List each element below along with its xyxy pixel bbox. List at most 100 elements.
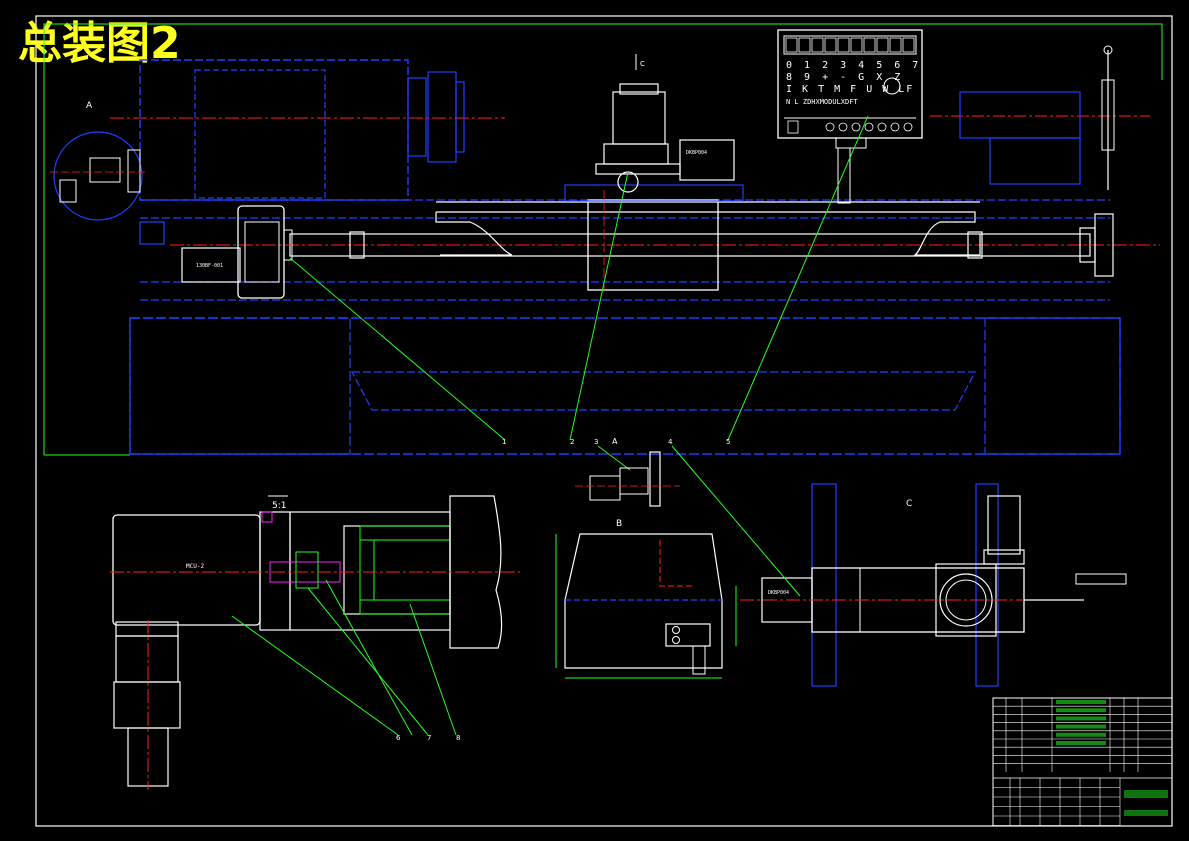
display-cell	[902, 37, 915, 53]
stepper-motor	[181, 247, 241, 283]
detail-motor-body	[112, 514, 261, 626]
motor-mount-3	[113, 681, 181, 729]
panel-button	[864, 122, 874, 132]
end-bearing-collar	[1079, 227, 1096, 263]
panel-display	[783, 35, 917, 55]
title-block-entry	[1056, 700, 1106, 704]
lathe-base	[129, 317, 1121, 455]
display-cell	[785, 37, 798, 53]
view-b-slot	[659, 540, 692, 587]
tool-post-mid	[603, 143, 669, 165]
tool-post	[612, 91, 666, 145]
handwheel-knob	[1103, 45, 1113, 55]
guide-rail	[435, 211, 981, 256]
view-c-column-right	[975, 483, 999, 687]
view-c-bore-inner	[945, 579, 987, 621]
display-cell	[863, 37, 876, 53]
keypad-row-3: I K T M F U W LF	[786, 84, 914, 95]
spindle-flange-2	[427, 71, 457, 163]
scale-label: 5:1	[272, 501, 286, 511]
detail-a-plate	[127, 149, 141, 193]
panel-post	[837, 147, 851, 204]
view-c-bore-outer	[939, 573, 993, 627]
panel-switch	[787, 120, 799, 134]
panel-button	[877, 122, 887, 132]
view-b-sensor-dot-2	[672, 636, 680, 644]
view-c-motor-label: DKBP004	[768, 590, 789, 596]
detail-a-circle	[53, 131, 143, 221]
tool-post-base	[595, 163, 681, 175]
panel-display-cells	[785, 37, 915, 53]
panel-button	[825, 122, 835, 132]
view-a-bracket	[649, 451, 661, 507]
keypad-row-1: 0 1 2 3 4 5 6 7	[786, 60, 921, 71]
display-cell	[889, 37, 902, 53]
view-c-label: C	[906, 499, 912, 509]
panel-button	[851, 122, 861, 132]
panel-dial	[883, 77, 901, 95]
title-block-border	[992, 697, 1173, 827]
carriage-base	[564, 184, 744, 202]
view-c-column-left	[811, 483, 837, 687]
carriage	[587, 199, 719, 291]
view-a-sensor	[619, 467, 649, 495]
rod-nut	[295, 551, 319, 589]
leader-5	[727, 115, 869, 441]
leader-7b	[325, 579, 413, 736]
tool-post-top	[619, 83, 659, 95]
panel-stand	[835, 137, 867, 149]
motor-mount-2	[115, 635, 179, 683]
title-block-entry	[1056, 724, 1106, 729]
callout-6: 6	[396, 734, 401, 742]
view-c-handle	[1075, 573, 1127, 585]
callout-4: 4	[668, 438, 673, 446]
drawing-title: 总装图2	[18, 18, 181, 69]
display-cell	[850, 37, 863, 53]
callout-1: 1	[502, 438, 506, 446]
headstock-inner	[194, 69, 326, 199]
workpiece-end	[449, 495, 503, 649]
leader-1	[289, 257, 506, 441]
handwheel-hub	[1101, 79, 1115, 151]
view-c-servo	[987, 495, 1021, 555]
piston-housing	[289, 511, 451, 631]
title-block-entry	[1056, 716, 1106, 721]
leader-2	[569, 171, 629, 441]
servo-motor	[679, 139, 735, 181]
callout-2: 2	[570, 438, 574, 446]
title-block-name	[1124, 790, 1168, 798]
tailstock-base	[989, 137, 1081, 185]
bed-block-left	[139, 221, 165, 245]
title-block-entry	[1056, 741, 1106, 745]
tailstock	[959, 91, 1081, 139]
tool-post-circle	[617, 171, 639, 193]
view-b-label: B	[616, 519, 622, 529]
leader-7	[307, 587, 429, 736]
detail-a-sensor	[59, 179, 77, 203]
base-left-leg	[129, 317, 351, 455]
view-b-sensor	[665, 623, 711, 647]
panel-button	[838, 122, 848, 132]
view-b-sensor-dot-1	[672, 626, 680, 634]
display-cell	[798, 37, 811, 53]
servo-label: DKBP004	[686, 150, 707, 156]
motor-mount-1	[115, 621, 179, 637]
title-block-entry	[1056, 732, 1106, 737]
leader-8	[409, 603, 457, 736]
title-block-org	[1124, 810, 1168, 816]
section-mark: C	[640, 60, 645, 68]
display-cell	[837, 37, 850, 53]
display-cell	[811, 37, 824, 53]
keypad-row-4: N L ZDHXMODULXDFT	[786, 98, 858, 106]
view-a-label: A	[612, 437, 618, 446]
coupling-collar	[283, 229, 293, 261]
leader-3	[597, 445, 631, 471]
stepper-label: 130BF-001	[196, 263, 223, 269]
view-c-servo-base	[983, 549, 1025, 565]
screw-collar-left	[349, 231, 365, 259]
panel-button	[903, 122, 913, 132]
panel-button	[890, 122, 900, 132]
coupling-inner	[244, 221, 280, 283]
detail-a-part	[89, 157, 121, 183]
